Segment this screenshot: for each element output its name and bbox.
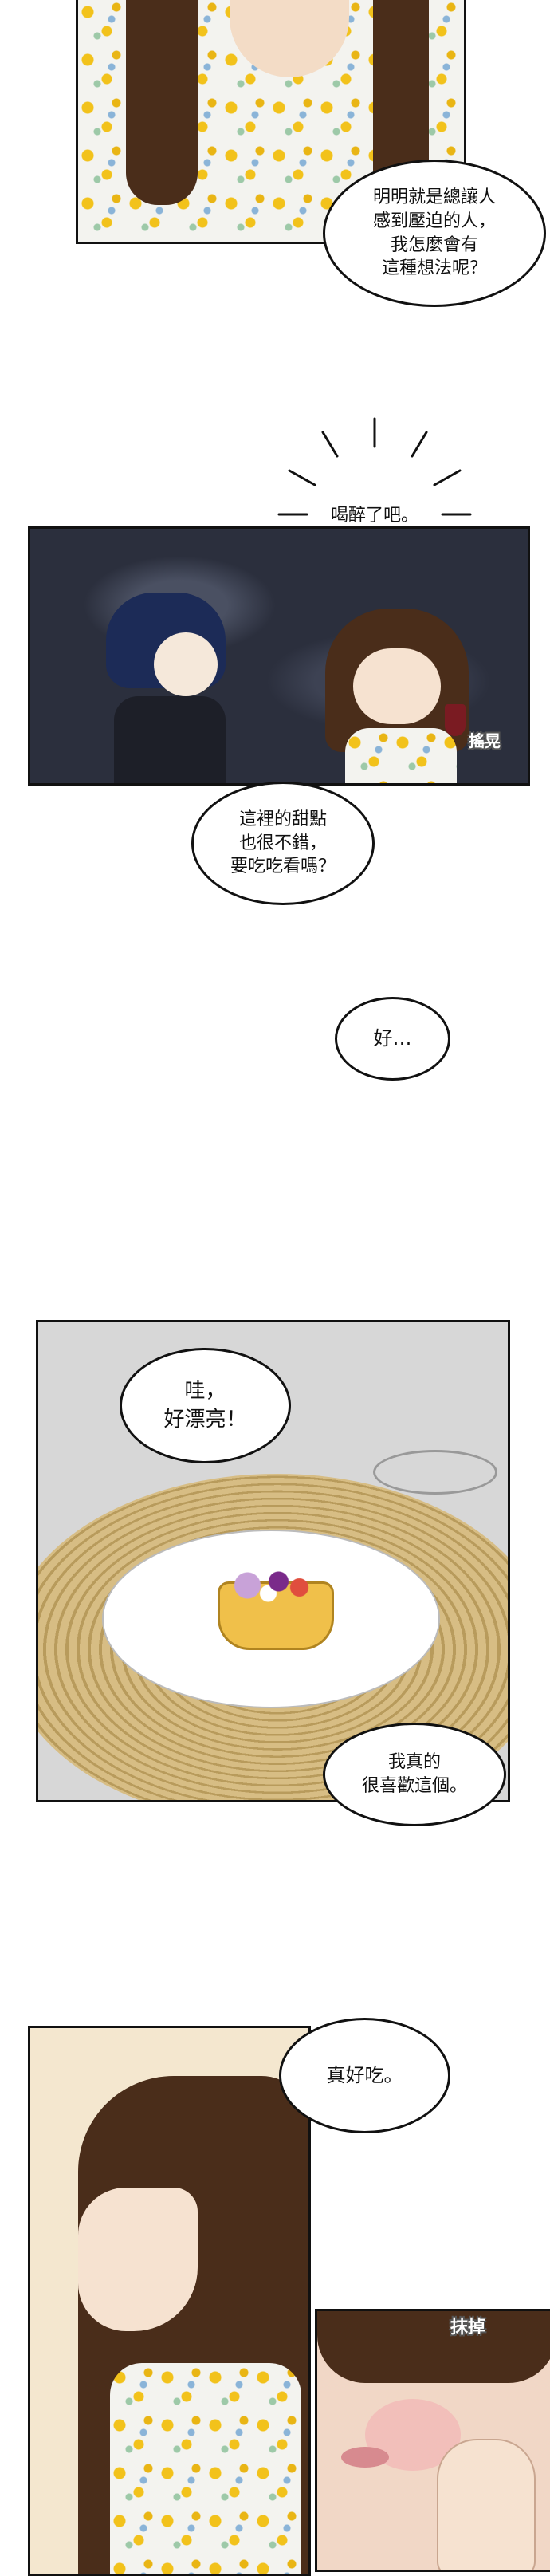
speech-bubble-6: 我真的 很喜歡這個。 <box>323 1723 506 1826</box>
man-suit <box>114 696 226 783</box>
panel-woman-eating <box>28 2026 311 2576</box>
panel-closeup <box>315 2309 550 2572</box>
sfx-shake: 搖晃 <box>469 731 501 750</box>
woman-face <box>353 648 441 724</box>
man-face <box>154 632 218 696</box>
woman-robe <box>345 728 457 783</box>
speech-bubble-7: 真好吃。 <box>279 2018 450 2133</box>
wine-glass-bg <box>373 1450 497 1495</box>
woman-figure <box>325 609 469 783</box>
plate <box>102 1530 440 1708</box>
closeup-hand <box>437 2439 536 2570</box>
speech-bubble-5: 哇， 好漂亮！ <box>120 1348 291 1463</box>
tart-topping <box>222 1566 325 1605</box>
speech-bubble-1: 明明就是總讓人 感到壓迫的人， 我怎麼會有 這種想法呢？ <box>323 160 546 307</box>
speech-bubble-3: 這裡的甜點 也很不錯， 要吃吃看嗎？ <box>191 782 375 905</box>
woman-robe-lower <box>110 2363 301 2574</box>
panel-night-scene: 搖晃 <box>28 526 530 786</box>
closeup-lips <box>341 2447 389 2468</box>
woman-profile-face <box>78 2188 198 2331</box>
speech-bubble-4: 好… <box>335 997 450 1081</box>
man-figure <box>106 593 226 783</box>
hair-left <box>126 0 198 205</box>
wine-glass <box>445 704 466 736</box>
sfx-wipe: 抹掉 <box>450 2318 486 2338</box>
closeup-hair <box>317 2311 550 2383</box>
thought-text: 喝醉了吧。 <box>330 506 418 526</box>
